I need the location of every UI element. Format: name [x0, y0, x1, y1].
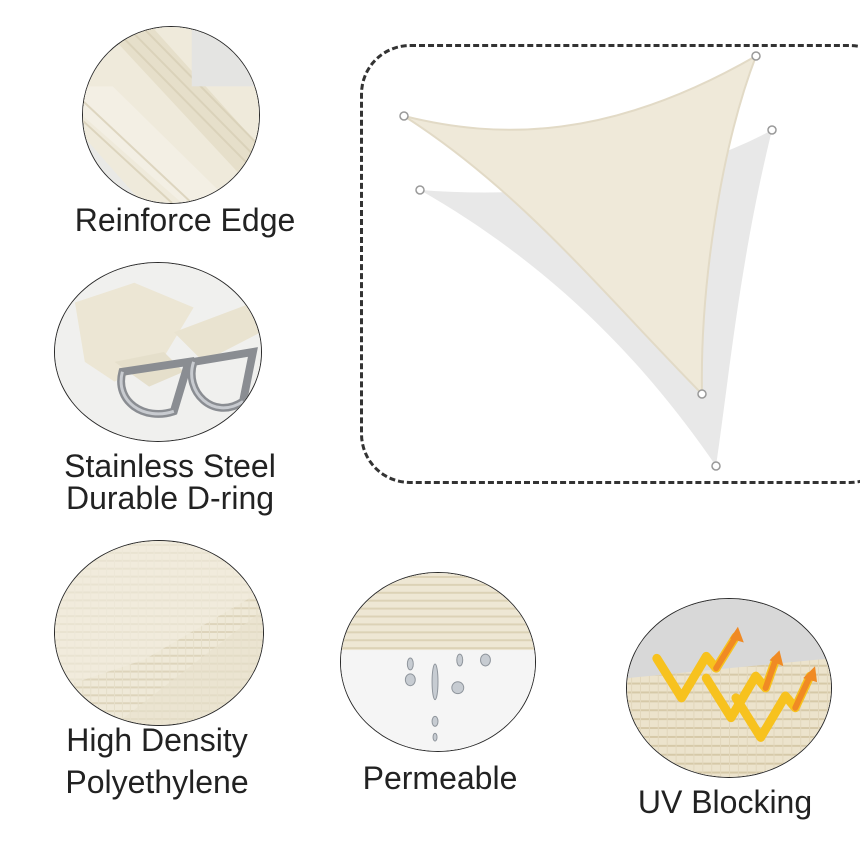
density-label-line1: High Density — [66, 722, 248, 758]
density-image — [54, 540, 264, 726]
permeable-image — [340, 572, 536, 752]
reinforce-edge-label: Reinforce Edge — [74, 202, 296, 238]
d-ring-hardware-image — [55, 263, 261, 441]
sail-frame — [360, 44, 860, 484]
triangle-shade-sail-image — [399, 51, 777, 471]
reinforce-edge-image — [82, 26, 260, 204]
d-ring-label-line2: Durable D-ring — [65, 480, 275, 516]
d-ring-image — [54, 262, 262, 442]
density-label-line2: Polyethylene — [65, 764, 249, 800]
uv-label: UV Blocking — [637, 784, 813, 820]
permeable-label: Permeable — [362, 760, 518, 796]
uv-blocking-image — [627, 599, 831, 777]
d-ring-label-line1: Stainless Steel — [64, 448, 276, 484]
permeable-water-drops-image — [341, 573, 535, 751]
reinforced-edge-fabric-image — [83, 27, 259, 203]
uv-image — [626, 598, 832, 778]
density-fabric-image — [55, 541, 263, 725]
